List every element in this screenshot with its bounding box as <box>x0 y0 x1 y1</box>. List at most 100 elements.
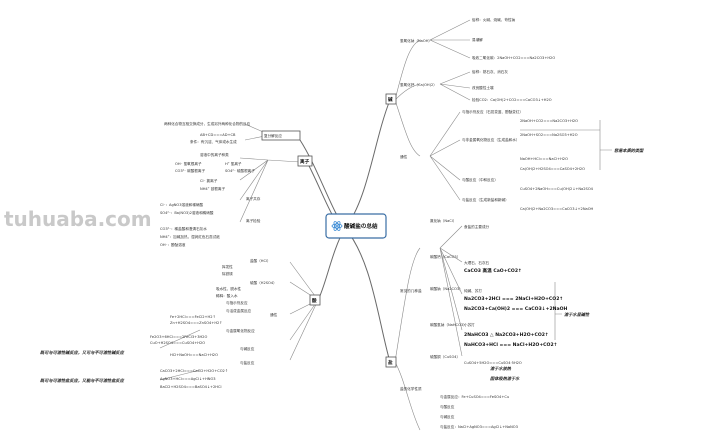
svg-text:NH4⁺：加碱加热，湿润红色石蕊试纸: NH4⁺：加碱加热，湿润红色石蕊试纸 <box>160 234 220 239</box>
svg-text:碳酸氢钠（NaHCO3）: 碳酸氢钠（NaHCO3） <box>430 322 467 327</box>
svg-text:Cl⁻：AgNO3溶液和稀硝酸: Cl⁻：AgNO3溶液和稀硝酸 <box>160 202 204 207</box>
branch-base-label: 碱 <box>388 96 393 103</box>
svg-text:Fe2O3+6HCl===2FeCl3+3H2O: Fe2O3+6HCl===2FeCl3+3H2O <box>150 335 207 339</box>
branch-neutral[interactable]: 复分解反应 <box>261 130 301 141</box>
svg-text:与盐反应：NaCl+AgNO3===AgCl↓+NaNO3: 与盐反应：NaCl+AgNO3===AgCl↓+NaNO3 <box>440 424 518 429</box>
svg-text:溶液中的离子种类: 溶液中的离子种类 <box>200 152 229 157</box>
branch-ion-label: 离子 <box>300 158 310 165</box>
svg-text:氢氧化钙（Ca(OH)2）: 氢氧化钙（Ca(OH)2） <box>400 82 437 87</box>
svg-text:NH4⁺ 铵根离子: NH4⁺ 铵根离子 <box>200 186 225 191</box>
svg-text:Fe+2HCl===FeCl2+H2↑: Fe+2HCl===FeCl2+H2↑ <box>170 315 216 319</box>
svg-text:碳酸钙（CaCO3）: 碳酸钙（CaCO3） <box>430 254 460 259</box>
base-details: 氢氧化钠（NaOH） 俗称：火碱、烧碱、苛性钠 易潮解 吸收二氧化碳：2NaOH… <box>400 17 644 211</box>
svg-text:AB+CD===AD+CB: AB+CD===AD+CB <box>200 133 236 137</box>
svg-text:既可与可溶性盐反应，又能与不可溶性盐反应: 既可与可溶性盐反应，又能与不可溶性盐反应 <box>40 378 125 383</box>
salt-details: 常见的几种盐 氯化钠（NaCl） 食盐的主要成分 碳酸钙（CaCO3） 大理石、… <box>400 218 590 429</box>
svg-text:CaCO3+2HCl===CaCl2+H2O+CO2↑: CaCO3+2HCl===CaCl2+H2O+CO2↑ <box>160 369 228 373</box>
branch-salt[interactable]: 盐 <box>385 356 397 368</box>
svg-text:碳酸钠（Na2CO3）: 碳酸钠（Na2CO3） <box>430 286 463 291</box>
svg-text:固体吸热溶于水: 固体吸热溶于水 <box>490 376 520 381</box>
svg-text:小苏打: 小苏打 <box>464 322 475 327</box>
svg-text:易潮解: 易潮解 <box>472 37 483 42</box>
svg-text:H⁺ 氢离子: H⁺ 氢离子 <box>225 161 242 166</box>
svg-text:CuSO4+2NaOH===Cu(OH)2↓+Na2SO4: CuSO4+2NaOH===Cu(OH)2↓+Na2SO4 <box>520 187 594 191</box>
svg-text:与指示剂反应: 与指示剂反应 <box>226 300 248 305</box>
svg-text:除铁锈: 除铁锈 <box>222 271 233 276</box>
svg-text:溶于水放热: 溶于水放热 <box>490 366 512 371</box>
svg-text:CuO+H2SO4===CuSO4+H2O: CuO+H2SO4===CuSO4+H2O <box>150 341 205 345</box>
branch-acid[interactable]: 酸 <box>309 294 321 306</box>
branch-ion[interactable]: 离子 <box>297 155 313 167</box>
svg-text:OH⁻ 氢氧根离子: OH⁻ 氢氧根离子 <box>175 161 202 166</box>
svg-text:盐酸（HCl）: 盐酸（HCl） <box>250 258 271 263</box>
svg-text:与酸反应（中和反应）: 与酸反应（中和反应） <box>462 177 498 182</box>
svg-text:NaHCO3+HCl === NaCl+H2O+CO2↑: NaHCO3+HCl === NaCl+H2O+CO2↑ <box>464 342 558 348</box>
svg-text:CO3²⁻ 碳酸根离子: CO3²⁻ 碳酸根离子 <box>175 168 205 173</box>
center-node[interactable]: 酸碱盐の总结 <box>325 213 387 239</box>
svg-text:Na2CO3+2HCl === 2NaCl+H2O+CO2↑: Na2CO3+2HCl === 2NaCl+H2O+CO2↑ <box>464 296 563 302</box>
svg-text:Zn+H2SO4===ZnSO4+H2↑: Zn+H2SO4===ZnSO4+H2↑ <box>170 321 222 325</box>
branch-acid-label: 酸 <box>312 297 317 304</box>
svg-text:OH⁻：酚酞溶液: OH⁻：酚酞溶液 <box>160 242 186 247</box>
svg-text:与非金属氧化物反应（生成盐和水）: 与非金属氧化物反应（生成盐和水） <box>462 137 520 142</box>
svg-text:吸收二氧化碳：2NaOH+CO2===Na2CO3+H2O: 吸收二氧化碳：2NaOH+CO2===Na2CO3+H2O <box>472 55 555 60</box>
watermark: tuhuaba.com <box>4 207 152 231</box>
svg-text:HCl+NaOH===NaCl+H2O: HCl+NaOH===NaCl+H2O <box>170 353 218 357</box>
svg-text:与碱反应: 与碱反应 <box>440 414 455 419</box>
svg-text:检验CO2：Ca(OH)2+CO2===CaCO3↓+H2O: 检验CO2：Ca(OH)2+CO2===CaCO3↓+H2O <box>472 97 552 102</box>
svg-text:AgNO3+HCl===AgCl↓+HNO3: AgNO3+HCl===AgCl↓+HNO3 <box>160 377 216 381</box>
svg-text:通性: 通性 <box>270 312 278 317</box>
svg-text:纯碱、苏打: 纯碱、苏打 <box>464 288 482 293</box>
svg-text:2NaOH+SO2===Na2SO3+H2O: 2NaOH+SO2===Na2SO3+H2O <box>520 133 578 137</box>
svg-text:大理石、石灰石: 大理石、石灰石 <box>464 260 490 265</box>
ion-details: 溶液中的离子种类 OH⁻ 氢氧根离子 H⁺ 氢离子 CO3²⁻ 碳酸根离子 SO… <box>160 152 261 247</box>
svg-text:与金属氧化物反应: 与金属氧化物反应 <box>226 328 255 333</box>
svg-text:离子共存: 离子共存 <box>246 196 261 201</box>
svg-text:两种化合物互相交换成分，生成另外两种化合物的反应: 两种化合物互相交换成分，生成另外两种化合物的反应 <box>164 121 251 126</box>
svg-text:食盐的主要成分: 食盐的主要成分 <box>464 224 490 229</box>
svg-text:SO4²⁻：Ba(NO3)2溶液和稀硝酸: SO4²⁻：Ba(NO3)2溶液和稀硝酸 <box>160 210 214 215</box>
branch-salt-label: 盐 <box>388 359 393 366</box>
svg-text:CuSO4+5H2O===CuSO4·5H2O: CuSO4+5H2O===CuSO4·5H2O <box>464 361 522 365</box>
svg-text:硫酸铜（CuSO4）: 硫酸铜（CuSO4） <box>430 354 460 359</box>
svg-text:容易本质的类型: 容易本质的类型 <box>614 148 644 153</box>
svg-text:条件：有沉淀、气体或水生成: 条件：有沉淀、气体或水生成 <box>190 139 237 144</box>
svg-text:挥发性: 挥发性 <box>222 264 233 269</box>
svg-text:Cl⁻ 氯离子: Cl⁻ 氯离子 <box>200 178 218 183</box>
svg-text:俗称：火碱、烧碱、苛性钠: 俗称：火碱、烧碱、苛性钠 <box>472 17 516 22</box>
svg-text:既可与可溶性碱反应，又可与不可溶性碱反应: 既可与可溶性碱反应，又可与不可溶性碱反应 <box>40 350 125 355</box>
svg-text:盐的化学性质: 盐的化学性质 <box>400 386 422 391</box>
svg-text:通性: 通性 <box>400 154 408 159</box>
svg-text:与酸反应: 与酸反应 <box>440 404 455 409</box>
svg-text:离子检验: 离子检验 <box>246 218 261 223</box>
branch-neutral-label: 复分解反应 <box>264 133 282 138</box>
svg-text:与盐反应: 与盐反应 <box>240 360 255 365</box>
svg-text:溶于水显碱性: 溶于水显碱性 <box>564 312 590 317</box>
svg-text:SO4²⁻ 硫酸根离子: SO4²⁻ 硫酸根离子 <box>225 168 255 173</box>
svg-text:常见的几种盐: 常见的几种盐 <box>400 288 422 293</box>
branch-base[interactable]: 碱 <box>385 93 397 105</box>
svg-text:CaCO3 高温 CaO+CO2↑: CaCO3 高温 CaO+CO2↑ <box>464 267 522 274</box>
svg-text:2NaOH+CO2===Na2CO3+H2O: 2NaOH+CO2===Na2CO3+H2O <box>520 119 578 123</box>
center-title: 酸碱盐の总结 <box>344 222 378 230</box>
svg-text:与金属反应：Fe+CuSO4===FeSO4+Cu: 与金属反应：Fe+CuSO4===FeSO4+Cu <box>440 394 509 399</box>
svg-text:稀释：酸入水: 稀释：酸入水 <box>216 293 238 298</box>
svg-text:BaCl2+H2SO4===BaSO4↓+2HCl: BaCl2+H2SO4===BaSO4↓+2HCl <box>160 385 221 389</box>
svg-text:Ca(OH)2+Na2CO3===CaCO3↓+2NaOH: Ca(OH)2+Na2CO3===CaCO3↓+2NaOH <box>520 207 594 211</box>
svg-text:Ca(OH)2+H2SO4===CaSO4+2H2O: Ca(OH)2+H2SO4===CaSO4+2H2O <box>520 167 585 171</box>
svg-text:与指示剂反应（石蕊变蓝、酚酞变红）: 与指示剂反应（石蕊变蓝、酚酞变红） <box>462 109 523 114</box>
svg-text:与活泼金属反应: 与活泼金属反应 <box>226 308 252 313</box>
svg-text:氢氧化钠（NaOH）: 氢氧化钠（NaOH） <box>400 38 432 43</box>
acid-details: 盐酸（HCl） 挥发性 除铁锈 硫酸（H2SO4） 吸水性、脱水性 稀释：酸入水… <box>40 258 278 389</box>
svg-text:硫酸（H2SO4）: 硫酸（H2SO4） <box>250 280 277 285</box>
svg-text:改良酸性土壤: 改良酸性土壤 <box>472 85 494 90</box>
svg-text:氯化钠（NaCl）: 氯化钠（NaCl） <box>430 218 456 223</box>
atom-icon <box>331 221 343 231</box>
svg-text:吸水性、脱水性: 吸水性、脱水性 <box>216 286 242 291</box>
svg-text:Na2CO3+Ca(OH)2 === CaCO3↓+2NaO: Na2CO3+Ca(OH)2 === CaCO3↓+2NaOH <box>464 306 568 312</box>
svg-text:与碱反应: 与碱反应 <box>240 346 255 351</box>
neutral-details: 两种化合物互相交换成分，生成另外两种化合物的反应 AB+CD===AD+CB 条… <box>164 121 251 144</box>
svg-text:2NaHCO3 △ Na2CO3+H2O+CO2↑: 2NaHCO3 △ Na2CO3+H2O+CO2↑ <box>464 332 549 338</box>
svg-text:CO3²⁻：稀盐酸和澄清石灰水: CO3²⁻：稀盐酸和澄清石灰水 <box>160 226 207 231</box>
